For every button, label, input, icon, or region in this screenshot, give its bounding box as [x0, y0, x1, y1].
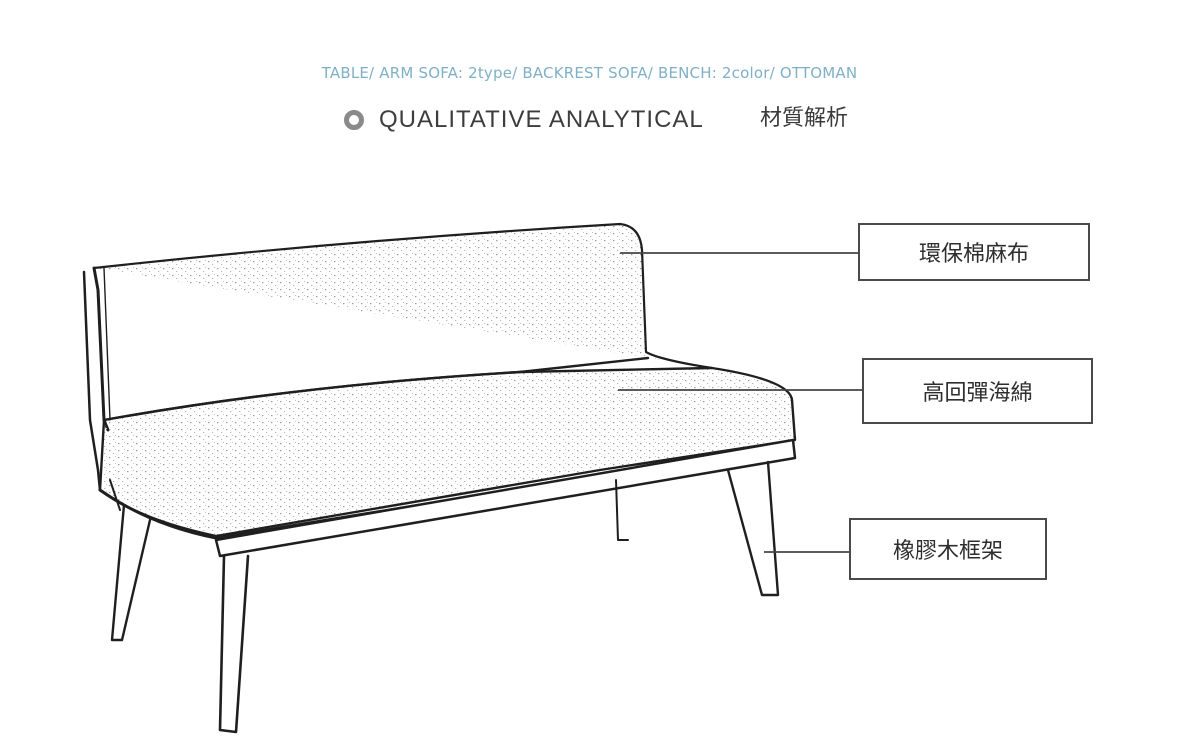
frame-rail [109, 438, 797, 558]
callout-frame-label: 橡膠木框架 [892, 539, 1003, 564]
ring-icon [344, 110, 364, 130]
subtitle-text: TABLE/ ARM SOFA: 2type/ BACKREST SOFA/ B… [321, 64, 858, 82]
callout-frame: 橡膠木框架 [849, 518, 1047, 580]
callout-leaders [618, 252, 862, 553]
callout-fabric-label: 環保棉麻布 [918, 242, 1029, 267]
backrest [82, 222, 714, 492]
callout-foam-label: 高回彈海綿 [922, 381, 1033, 406]
frame-legs [110, 460, 780, 734]
heading-chinese: 材質解析 [760, 106, 849, 131]
callout-fabric: 環保棉麻布 [858, 223, 1090, 281]
callout-foam: 高回彈海綿 [862, 358, 1093, 424]
section-heading: QUALITATIVE ANALYTICAL [343, 103, 704, 137]
seat-cushion [98, 366, 797, 540]
heading-english: QUALITATIVE ANALYTICAL [379, 106, 704, 133]
product-subtitle: TABLE/ ARM SOFA: 2type/ BACKREST SOFA/ B… [0, 64, 1179, 82]
